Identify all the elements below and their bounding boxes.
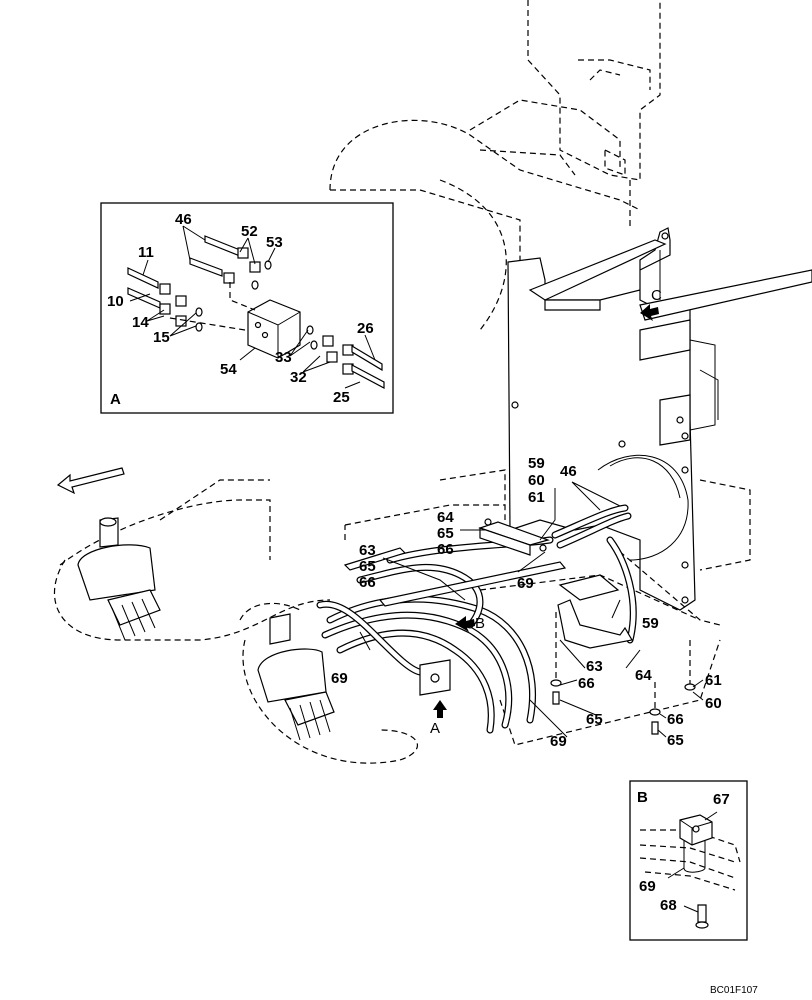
cab-outline bbox=[329, 0, 661, 331]
callout-11: 11 bbox=[138, 244, 154, 261]
callout-69-a: 69 bbox=[517, 575, 534, 592]
callout-59-a: 59 bbox=[528, 455, 545, 472]
view-arrow-b-icon bbox=[455, 616, 475, 632]
callout-26: 26 bbox=[357, 320, 374, 337]
figure-id: BC01F107 bbox=[710, 985, 758, 996]
callout-64-a: 64 bbox=[437, 509, 454, 526]
forward-arrow-icon bbox=[56, 467, 125, 495]
callout-61-a: 61 bbox=[528, 489, 545, 506]
callout-63-b: 63 bbox=[586, 658, 603, 675]
callout-59-b: 59 bbox=[642, 615, 659, 632]
callout-69-c: 69 bbox=[550, 733, 567, 750]
callout-65-a: 65 bbox=[437, 525, 454, 542]
brackets bbox=[343, 518, 633, 696]
callout-46-a: 46 bbox=[175, 211, 192, 228]
inset-a bbox=[100, 202, 394, 414]
callout-52: 52 bbox=[241, 223, 258, 240]
inset-b bbox=[629, 780, 748, 941]
callout-69-b: 69 bbox=[331, 670, 348, 687]
callout-65-d: 65 bbox=[667, 732, 684, 749]
callout-68: 68 bbox=[660, 897, 677, 914]
callout-63-a: 63 bbox=[359, 542, 376, 559]
view-ref-b: B bbox=[475, 615, 485, 632]
callout-66-a: 66 bbox=[437, 541, 454, 558]
hardware bbox=[550, 612, 696, 735]
callout-61-b: 61 bbox=[705, 672, 722, 689]
callout-60-a: 60 bbox=[528, 472, 545, 489]
callout-54: 54 bbox=[220, 361, 237, 378]
callout-32: 32 bbox=[290, 369, 307, 386]
hose-bundle bbox=[316, 504, 637, 734]
callout-65-b: 65 bbox=[359, 558, 376, 575]
view-arrow-a-icon bbox=[433, 700, 447, 718]
callout-66-c: 66 bbox=[578, 675, 595, 692]
inset-a-fittings bbox=[127, 235, 385, 389]
callout-33: 33 bbox=[275, 349, 292, 366]
callout-14: 14 bbox=[132, 314, 149, 331]
leader-lines bbox=[359, 481, 704, 738]
joystick-left bbox=[53, 479, 331, 641]
callout-65-c: 65 bbox=[586, 711, 603, 728]
callout-10: 10 bbox=[107, 293, 124, 310]
callout-69-b-inset: 69 bbox=[639, 878, 656, 895]
callout-15: 15 bbox=[153, 329, 170, 346]
callout-25: 25 bbox=[333, 389, 350, 406]
callout-66-b: 66 bbox=[359, 574, 376, 591]
callout-60-b: 60 bbox=[705, 695, 722, 712]
view-ref-c: C bbox=[651, 287, 662, 304]
callout-53: 53 bbox=[266, 234, 283, 251]
callout-64-b: 64 bbox=[635, 667, 652, 684]
callout-46-main: 46 bbox=[560, 463, 577, 480]
callout-66-d: 66 bbox=[667, 711, 684, 728]
joystick-right bbox=[239, 602, 419, 764]
callout-67: 67 bbox=[713, 791, 730, 808]
inset-b-label: B bbox=[637, 789, 648, 806]
view-ref-a: A bbox=[430, 720, 440, 737]
inset-a-label: A bbox=[110, 391, 121, 408]
callout-labels: 46 52 53 11 10 14 15 26 33 54 32 25 A 59… bbox=[107, 211, 758, 996]
view-arrow-c-icon bbox=[640, 304, 659, 321]
